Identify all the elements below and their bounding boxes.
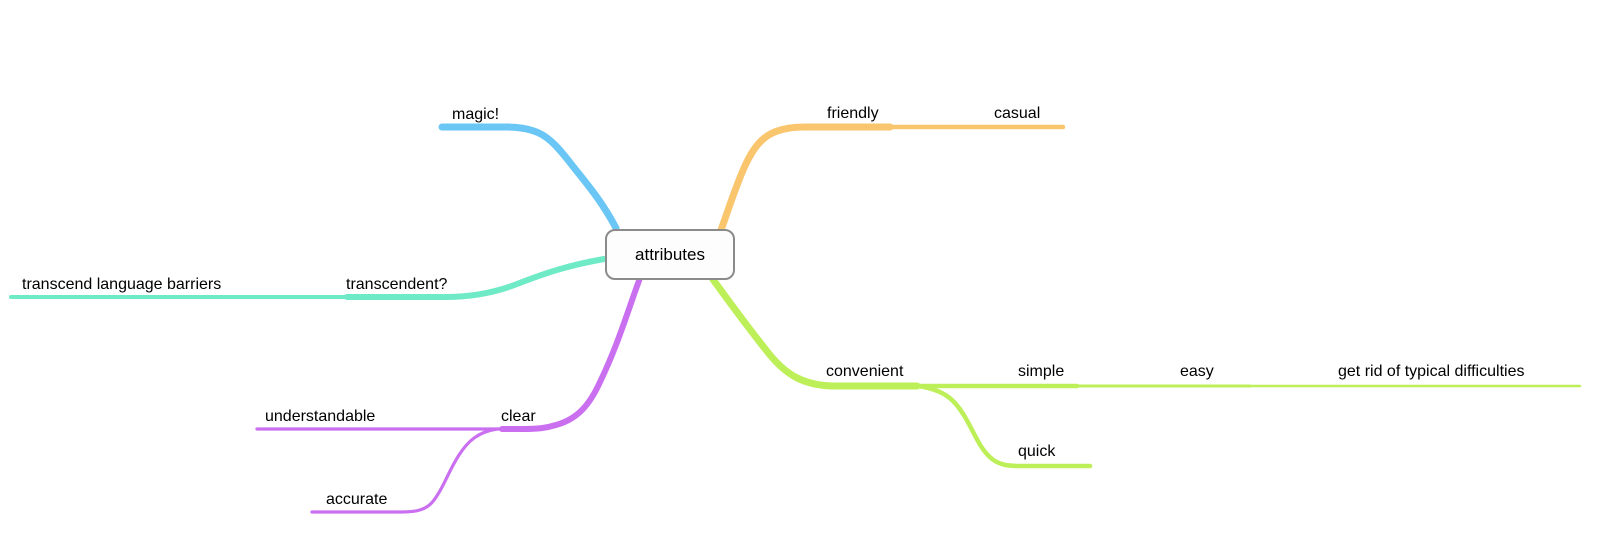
node-transcend-language-barriers[interactable]: transcend language barriers	[22, 276, 222, 293]
branch-friendly-line	[717, 123, 894, 234]
node-magic[interactable]: magic!	[452, 106, 500, 123]
node-casual[interactable]: casual	[994, 105, 1041, 122]
branch-quick-line	[915, 383, 1093, 469]
node-transcendent[interactable]: transcendent?	[346, 276, 448, 293]
node-simple[interactable]: simple	[1018, 363, 1065, 380]
node-easy[interactable]: easy	[1180, 363, 1214, 380]
node-convenient[interactable]: convenient	[826, 363, 904, 380]
node-understandable[interactable]: understandable	[265, 408, 376, 425]
branch-magic-line	[438, 123, 620, 232]
node-accurate[interactable]: accurate	[326, 491, 388, 508]
node-get-rid-of-typical-difficulties[interactable]: get rid of typical difficulties	[1338, 363, 1525, 380]
node-friendly[interactable]: friendly	[827, 105, 879, 122]
node-clear[interactable]: clear	[501, 408, 536, 425]
node-quick[interactable]: quick	[1018, 443, 1056, 460]
root-node-label: attributes	[635, 244, 705, 264]
root-node-attributes[interactable]: attributes	[605, 229, 735, 280]
